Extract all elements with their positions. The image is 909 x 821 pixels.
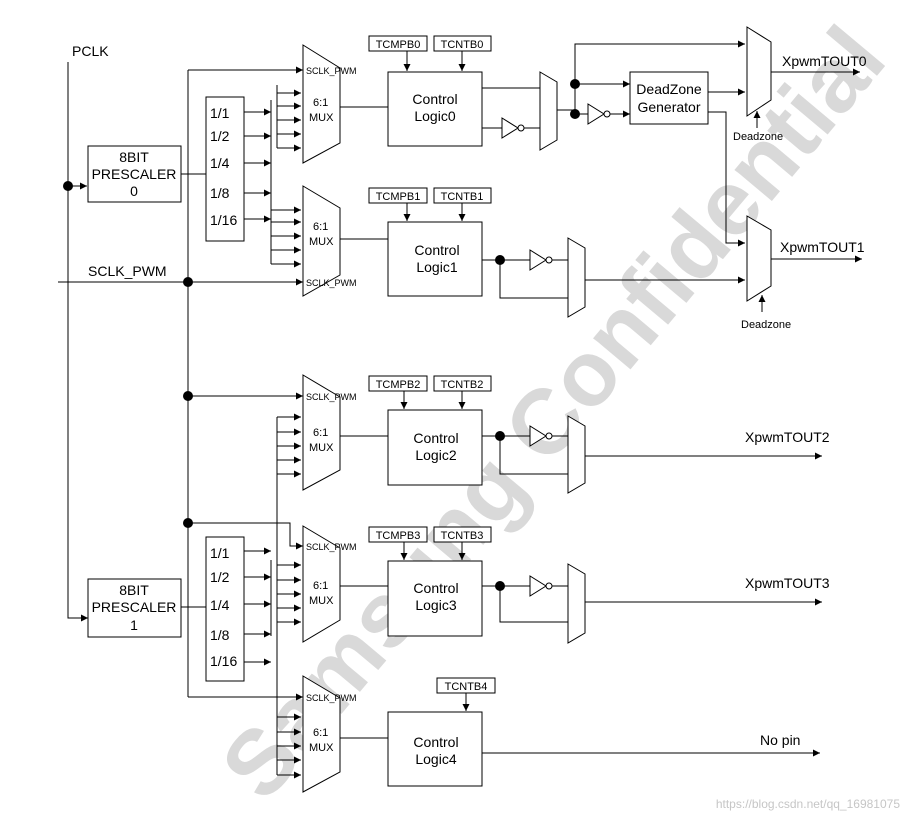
svg-text:MUX: MUX: [309, 595, 334, 607]
svg-text:6:1: 6:1: [313, 221, 328, 233]
deadzone-label-1: Deadzone: [741, 319, 791, 331]
mux-2: SCLK_PWM 6:1 MUX: [302, 374, 357, 491]
svg-text:MUX: MUX: [309, 112, 334, 124]
tcntb1-label: TCNTB1: [441, 191, 484, 203]
tcmpb2-label: TCMPB2: [376, 379, 421, 391]
prescaler-1-line2: PRESCALER: [92, 599, 177, 615]
svg-text:Logic4: Logic4: [415, 751, 456, 767]
svg-text:SCLK_PWM: SCLK_PWM: [306, 392, 357, 402]
pclk-label: PCLK: [72, 43, 109, 59]
svg-text:6:1: 6:1: [313, 580, 328, 592]
mux-4: SCLK_PWM 6:1 MUX: [302, 675, 357, 793]
svg-text:6:1: 6:1: [313, 427, 328, 439]
prescaler-1-line1: 8BIT: [119, 582, 149, 598]
svg-text:6:1: 6:1: [313, 97, 328, 109]
tcntb0-label: TCNTB0: [441, 39, 484, 51]
divider-1-outputs: [244, 547, 271, 666]
divider-1-bus: [270, 413, 301, 779]
prescaler-1-line3: 1: [130, 617, 138, 633]
divider-0-1: 1/1: [210, 105, 230, 121]
pclk-line: [67, 62, 88, 622]
register-row-4: TCNTB4: [436, 677, 496, 711]
mux-0: SCLK_PWM 6:1 MUX: [302, 44, 357, 164]
svg-text:Logic0: Logic0: [414, 108, 455, 124]
svg-text:SCLK_PWM: SCLK_PWM: [306, 693, 357, 703]
pclk-junction: [63, 181, 73, 191]
tcntb4-label: TCNTB4: [445, 681, 488, 693]
register-row-1: TCMPB1 TCNTB1: [368, 187, 492, 221]
tcmpb3-label: TCMPB3: [376, 530, 421, 542]
prescaler-0-block: [87, 145, 182, 203]
prescaler-0-line3: 0: [130, 183, 138, 199]
svg-text:SCLK_PWM: SCLK_PWM: [306, 542, 357, 552]
channel-0-path: DeadZone Generator Deadzone XpwmTOUT0: [482, 26, 867, 247]
output-xpwmtout2: XpwmTOUT2: [745, 429, 830, 445]
channel-2-path: XpwmTOUT2: [482, 415, 830, 494]
svg-text:MUX: MUX: [309, 442, 334, 454]
control-logic-0: Control Logic0: [387, 71, 483, 147]
divider-0-16: 1/16: [210, 212, 237, 228]
divider-1-16: 1/16: [210, 653, 237, 669]
tcntb3-label: TCNTB3: [441, 530, 484, 542]
divider-1-4: 1/4: [210, 597, 230, 613]
deadzone-label-0: Deadzone: [733, 131, 783, 143]
svg-text:SCLK_PWM: SCLK_PWM: [306, 66, 357, 76]
svg-text:Control: Control: [412, 91, 457, 107]
svg-text:6:1: 6:1: [313, 727, 328, 739]
deadzone-line2: Generator: [637, 99, 700, 115]
svg-text:MUX: MUX: [309, 236, 334, 248]
tcmpb0-label: TCMPB0: [376, 39, 421, 51]
mux-to-logic-wires: [340, 106, 388, 739]
divider-0-bus: [270, 85, 301, 268]
tcntb2-label: TCNTB2: [441, 379, 484, 391]
divider-1-1: 1/1: [210, 545, 230, 561]
control-logic-4: Control Logic4: [387, 711, 483, 787]
register-row-3: TCMPB3 TCNTB3: [368, 526, 492, 560]
svg-text:Control: Control: [413, 430, 458, 446]
svg-text:Control: Control: [413, 734, 458, 750]
control-logic-2: Control Logic2: [387, 409, 483, 486]
mux-3: SCLK_PWM 6:1 MUX: [302, 525, 357, 643]
svg-text:Control: Control: [414, 242, 459, 258]
divider-1-2: 1/2: [210, 569, 230, 585]
register-row-2: TCMPB2 TCNTB2: [368, 375, 492, 409]
output-xpwmtout1: XpwmTOUT1: [780, 239, 865, 255]
divider-1-block: [205, 536, 245, 682]
output-xpwmtout3: XpwmTOUT3: [745, 575, 830, 591]
divider-0-outputs: [244, 108, 271, 223]
prescaler-1-block: [87, 578, 182, 638]
sclk-pwm-label: SCLK_PWM: [88, 263, 167, 279]
divider-0-4: 1/4: [210, 155, 230, 171]
control-logic-3: Control Logic3: [387, 560, 483, 637]
svg-text:SCLK_PWM: SCLK_PWM: [306, 278, 357, 288]
tcmpb1-label: TCMPB1: [376, 191, 421, 203]
control-logic-1: Control Logic1: [387, 221, 483, 297]
svg-text:Logic2: Logic2: [415, 447, 456, 463]
svg-text:MUX: MUX: [309, 742, 334, 754]
svg-text:Control: Control: [413, 580, 458, 596]
output-no-pin: No pin: [760, 732, 800, 748]
register-row-0: TCMPB0 TCNTB0: [368, 35, 492, 71]
prescaler-0-line1: 8BIT: [119, 149, 149, 165]
channel-1-path: Deadzone XpwmTOUT1: [482, 215, 865, 331]
svg-text:Logic3: Logic3: [415, 597, 456, 613]
sclk-mux-feeds: [188, 66, 303, 701]
mux-1: SCLK_PWM 6:1 MUX: [302, 185, 357, 297]
output-xpwmtout0: XpwmTOUT0: [782, 53, 867, 69]
channel-4-path: No pin: [482, 732, 820, 757]
source-credit: https://blog.csdn.net/qq_16981075: [716, 797, 900, 811]
prescaler-0-line2: PRESCALER: [92, 166, 177, 182]
svg-text:Logic1: Logic1: [416, 259, 457, 275]
divider-1-8: 1/8: [210, 627, 230, 643]
deadzone-line1: DeadZone: [636, 81, 702, 97]
divider-0-2: 1/2: [210, 128, 230, 144]
divider-0-8: 1/8: [210, 185, 230, 201]
divider-0-block: [205, 96, 245, 242]
channel-3-path: XpwmTOUT3: [482, 563, 830, 644]
